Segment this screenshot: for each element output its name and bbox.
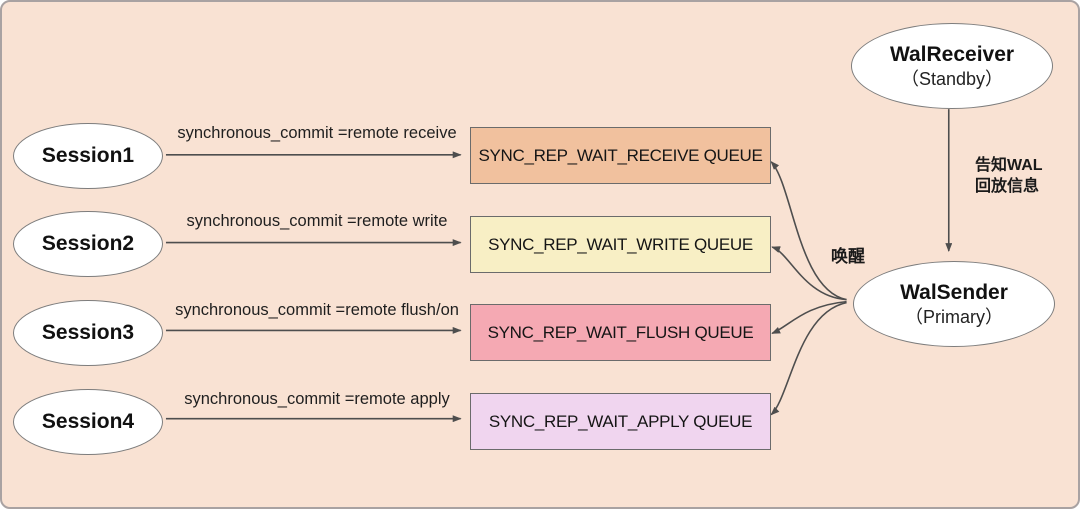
session4-arrow-label: synchronous_commit =remote apply: [184, 390, 450, 408]
sync-rep-wait-write-queue-box: SYNC_REP_WAIT_WRITE QUEUE: [470, 216, 771, 273]
write-queue-label: SYNC_REP_WAIT_WRITE QUEUE: [488, 234, 753, 254]
notify-wal-replay-label: 告知WAL 回放信息: [975, 155, 1043, 197]
apply-queue-label: SYNC_REP_WAIT_APPLY QUEUE: [488, 411, 753, 431]
session2-label: Session2: [41, 232, 135, 255]
session3-node: Session3: [13, 300, 163, 366]
notify-wal-replay-line2: 回放信息: [975, 178, 1040, 195]
session1-node: Session1: [13, 123, 163, 189]
session2-arrow-label: synchronous_commit =remote write: [186, 212, 448, 230]
sync-rep-wait-receive-queue-box: SYNC_REP_WAIT_RECEIVE QUEUE: [470, 127, 771, 184]
walreceiver-title: WalReceiver: [889, 42, 1015, 66]
wake-arrow-to-apply-queue: [770, 301, 847, 416]
session4-label: Session4: [41, 410, 135, 433]
sync-rep-wait-apply-queue-box: SYNC_REP_WAIT_APPLY QUEUE: [470, 393, 771, 450]
notify-wal-replay-line1: 告知WAL: [975, 157, 1043, 174]
session1-label: Session1: [41, 144, 135, 167]
wake-arrow-to-receive-queue: [770, 161, 847, 301]
session3-arrow-label: synchronous_commit =remote flush/on: [175, 301, 459, 319]
walsender-title: WalSender: [900, 280, 1008, 304]
receive-queue-label: SYNC_REP_WAIT_RECEIVE QUEUE: [478, 145, 763, 165]
session1-arrow-label: synchronous_commit =remote receive: [177, 124, 457, 142]
session4-node: Session4: [13, 389, 163, 455]
walsender-subtitle: （Primary）: [905, 306, 1003, 327]
wake-up-label: 唤醒: [831, 247, 865, 266]
session2-node: Session2: [13, 211, 163, 277]
session3-label: Session3: [41, 321, 135, 344]
walreceiver-node: WalReceiver （Standby）: [851, 23, 1053, 109]
flush-queue-label: SYNC_REP_WAIT_FLUSH QUEUE: [487, 322, 754, 342]
walsender-node: WalSender （Primary）: [853, 261, 1055, 347]
wake-arrow-to-flush-queue: [771, 300, 847, 335]
walreceiver-subtitle: （Standby）: [900, 68, 1004, 89]
sync-rep-wait-flush-queue-box: SYNC_REP_WAIT_FLUSH QUEUE: [470, 304, 771, 361]
